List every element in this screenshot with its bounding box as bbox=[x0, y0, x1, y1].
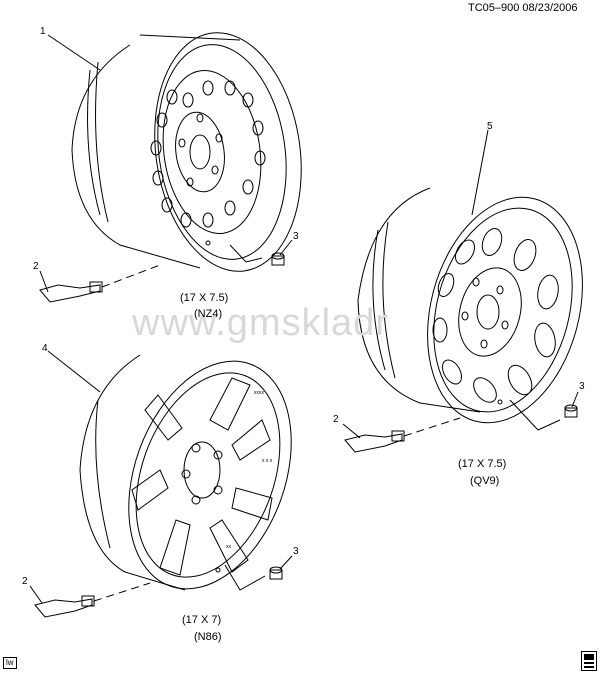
document-icon bbox=[581, 651, 597, 671]
styled-wheel-qv9 bbox=[357, 187, 583, 424]
valve-cap-3 bbox=[269, 566, 283, 580]
callout-2: 2 bbox=[33, 261, 39, 272]
svg-text:xx: xx bbox=[226, 544, 232, 550]
callout-5: 5 bbox=[487, 121, 493, 132]
footer-tag: lw bbox=[3, 657, 17, 669]
caption-nz4-size: (17 X 7.5) bbox=[180, 292, 229, 304]
watermark: www.gmskladr bbox=[132, 302, 389, 344]
diagram-reference-code: TC05–900 08/23/2006 bbox=[468, 2, 578, 14]
valve-stem-1 bbox=[39, 264, 161, 303]
callout-3-n86: 3 bbox=[293, 546, 299, 557]
alloy-wheel-n86: xxxx x x x xx bbox=[79, 354, 292, 591]
valve-stem-2 bbox=[344, 417, 461, 453]
caption-qv9-size: (17 X 7.5) bbox=[458, 458, 507, 470]
callout-3: 3 bbox=[293, 231, 299, 242]
caption-nz4-code: (NZ4) bbox=[194, 308, 223, 320]
steel-wheel-nz4 bbox=[71, 32, 302, 272]
callout-2-qv9: 2 bbox=[333, 414, 339, 425]
caption-qv9-code: (QV9) bbox=[470, 475, 500, 487]
valve-cap-2 bbox=[564, 404, 578, 418]
caption-n86-code: (N86) bbox=[194, 631, 222, 643]
callout-1: 1 bbox=[40, 26, 46, 37]
caption-n86-size: (17 X 7) bbox=[182, 614, 222, 626]
svg-text:x x x: x x x bbox=[262, 458, 273, 464]
svg-text:xxxx: xxxx bbox=[254, 390, 265, 396]
callout-2-n86: 2 bbox=[22, 576, 28, 587]
valve-stem-3 bbox=[34, 582, 151, 618]
callout-3-qv9: 3 bbox=[579, 381, 585, 392]
valve-cap-1 bbox=[271, 252, 285, 266]
callout-4: 4 bbox=[42, 343, 48, 354]
